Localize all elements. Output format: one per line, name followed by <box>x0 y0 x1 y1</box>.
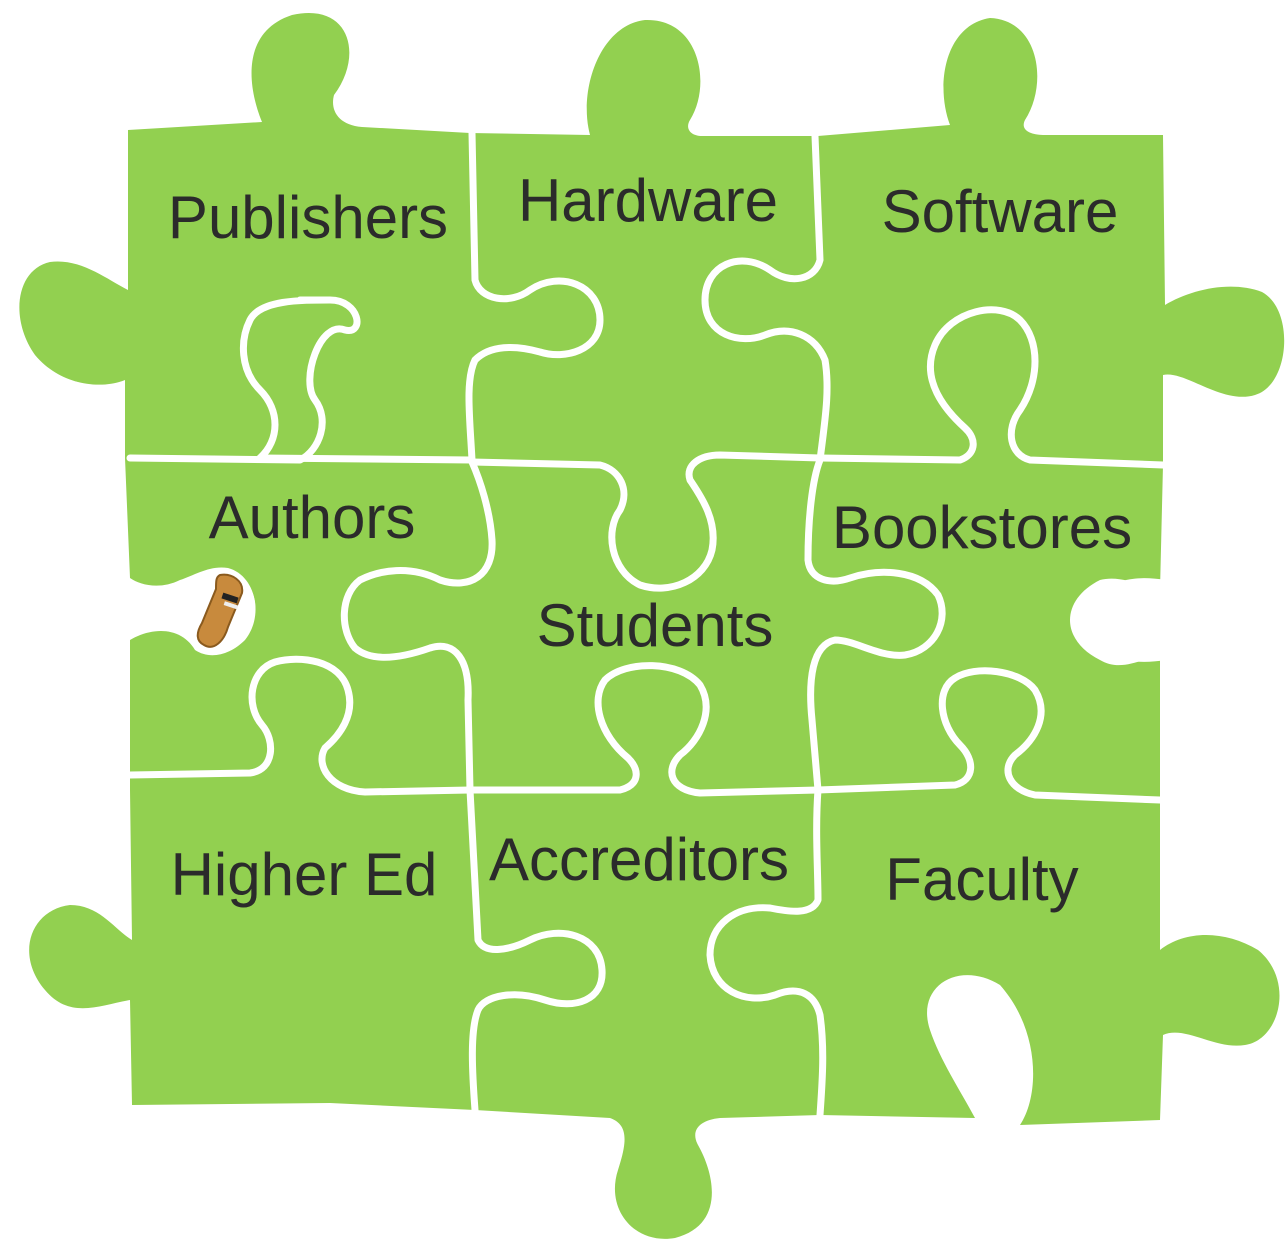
puzzle-hole-right <box>1090 578 1165 662</box>
piece-label-bookstores: Bookstores <box>832 494 1132 561</box>
piece-label-students: Students <box>537 592 774 659</box>
arm-icon <box>196 573 244 648</box>
piece-label-publishers: Publishers <box>168 184 448 251</box>
piece-label-authors: Authors <box>209 484 416 551</box>
piece-label-hardware: Hardware <box>518 167 778 234</box>
piece-label-higher-ed: Higher Ed <box>171 841 438 908</box>
piece-label-accreditors: Accreditors <box>489 826 789 893</box>
piece-label-software: Software <box>882 178 1119 245</box>
puzzle-seams <box>126 129 1167 1119</box>
puzzle-body <box>19 12 1285 1239</box>
piece-label-faculty: Faculty <box>885 846 1078 913</box>
